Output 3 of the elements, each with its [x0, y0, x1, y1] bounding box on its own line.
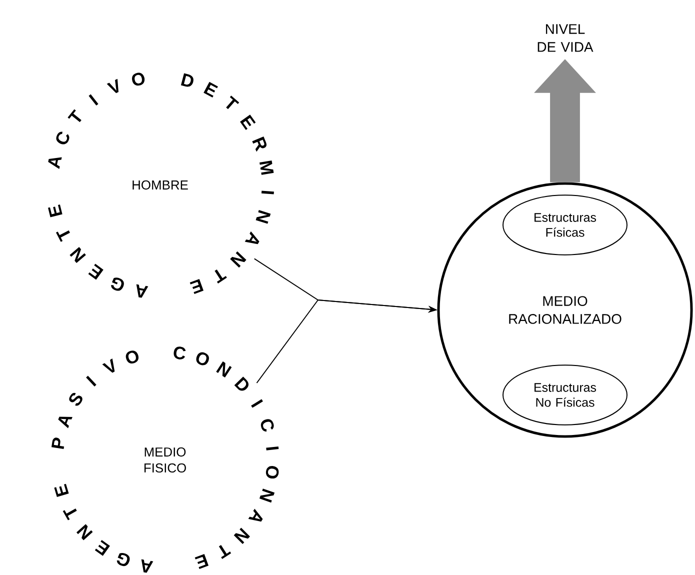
center-label: HOMBRE — [132, 180, 188, 190]
center-label: MEDIO FISICO — [144, 447, 186, 473]
label: NIVEL DE VIDA — [538, 24, 594, 52]
